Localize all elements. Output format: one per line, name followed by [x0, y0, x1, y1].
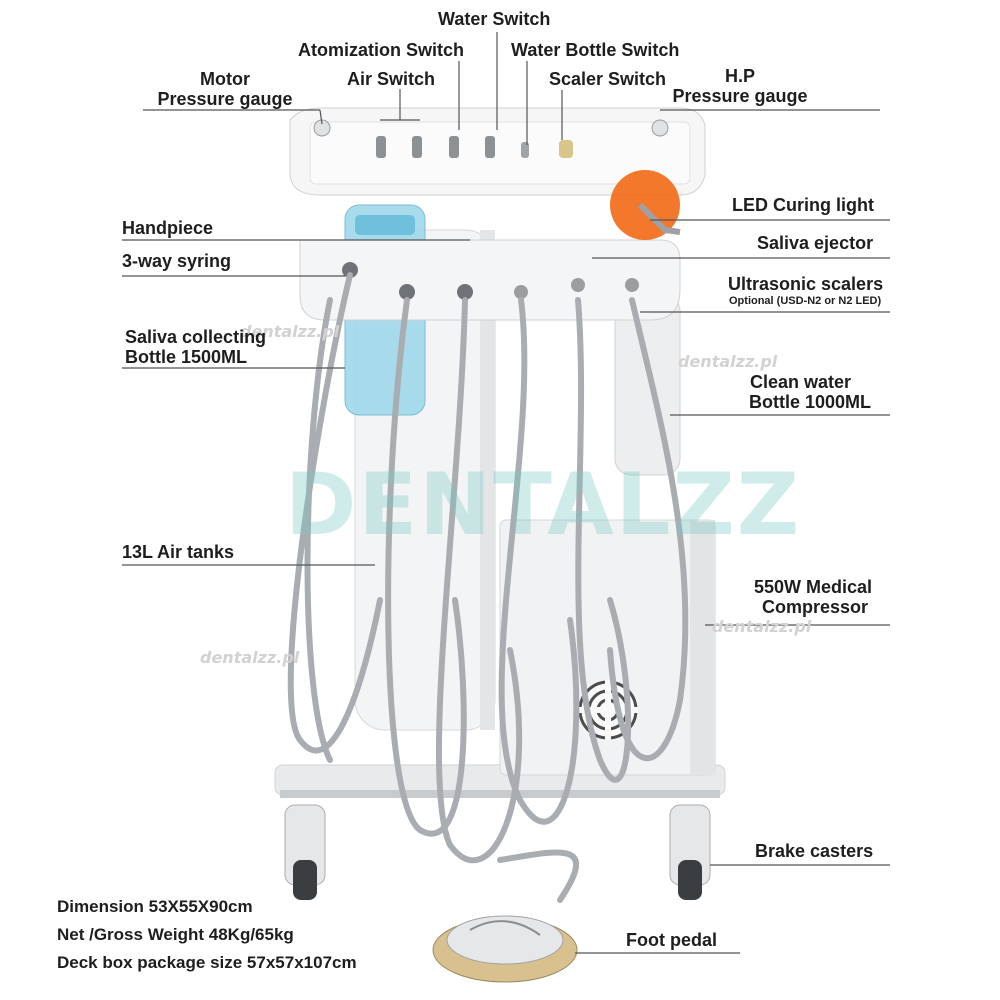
label-saliva-bottle-line1: Saliva collecting: [125, 327, 267, 347]
site-watermark: dentalzz.pl: [712, 617, 812, 636]
label-water-switch: Water Switch: [438, 9, 551, 29]
control-panel: [289, 107, 706, 196]
switch-knobs: [376, 136, 573, 158]
label-brake-casters: Brake casters: [755, 841, 874, 861]
label-led-curing-light: LED Curing light: [732, 195, 874, 215]
label-clean-water-bottle: Clean water Bottle 1000ML: [749, 372, 871, 412]
label-medical-compressor: 550W Medical Compressor: [754, 577, 872, 617]
spec-weight: Net /Gross Weight 48Kg/65kg: [57, 925, 294, 944]
label-saliva-bottle: Saliva collecting Bottle 1500ML: [125, 327, 266, 367]
holder-tray: [299, 239, 681, 321]
site-watermark: dentalzz.pl: [678, 352, 778, 371]
spec-dimension: Dimension 53X55X90cm: [57, 897, 253, 916]
casters: [284, 804, 711, 900]
label-ultrasonic-optional: Optional (USD-N2 or N2 LED): [729, 295, 882, 307]
label-saliva-bottle-line2: Bottle 1500ML: [125, 347, 248, 367]
label-compressor-line2: Compressor: [762, 597, 869, 617]
clean-water-bottle: [614, 294, 681, 476]
label-motor-line1: Motor: [200, 69, 250, 89]
label-water-bottle-switch: Water Bottle Switch: [511, 40, 680, 60]
label-atomization-switch: Atomization Switch: [298, 40, 464, 60]
label-motor-line2: Pressure gauge: [157, 89, 293, 109]
label-hp-line1: H.P: [724, 66, 755, 86]
label-motor-pressure-gauge: Motor Pressure gauge: [145, 69, 305, 109]
label-clean-water-line2: Bottle 1000ML: [749, 392, 872, 412]
label-compressor-line1: 550W Medical: [754, 577, 873, 597]
spec-package: Deck box package size 57x57x107cm: [57, 953, 357, 972]
curing-light: [610, 170, 681, 240]
label-clean-water-line1: Clean water: [750, 372, 852, 392]
compressor-box: [499, 519, 716, 776]
label-hp-line2: Pressure gauge: [672, 86, 808, 106]
label-ultrasonic-scalers: Ultrasonic scalers: [728, 274, 884, 294]
label-air-switch: Air Switch: [347, 69, 436, 89]
label-hp-pressure-gauge: H.P Pressure gauge: [665, 66, 815, 106]
site-watermark: dentalzz.pl: [240, 322, 340, 341]
hoses: [287, 272, 689, 903]
label-saliva-ejector: Saliva ejector: [757, 233, 874, 253]
label-three-way-syring: 3-way syring: [122, 251, 232, 271]
site-watermark: dentalzz.pl: [200, 648, 300, 667]
leader-lines: [122, 32, 890, 954]
label-air-tanks: 13L Air tanks: [122, 542, 235, 562]
foot-pedal: [432, 915, 578, 983]
label-scaler-switch: Scaler Switch: [549, 69, 667, 89]
brand-watermark: DENTALZZ: [285, 455, 802, 555]
label-handpiece: Handpiece: [122, 218, 214, 238]
label-foot-pedal: Foot pedal: [626, 930, 717, 950]
